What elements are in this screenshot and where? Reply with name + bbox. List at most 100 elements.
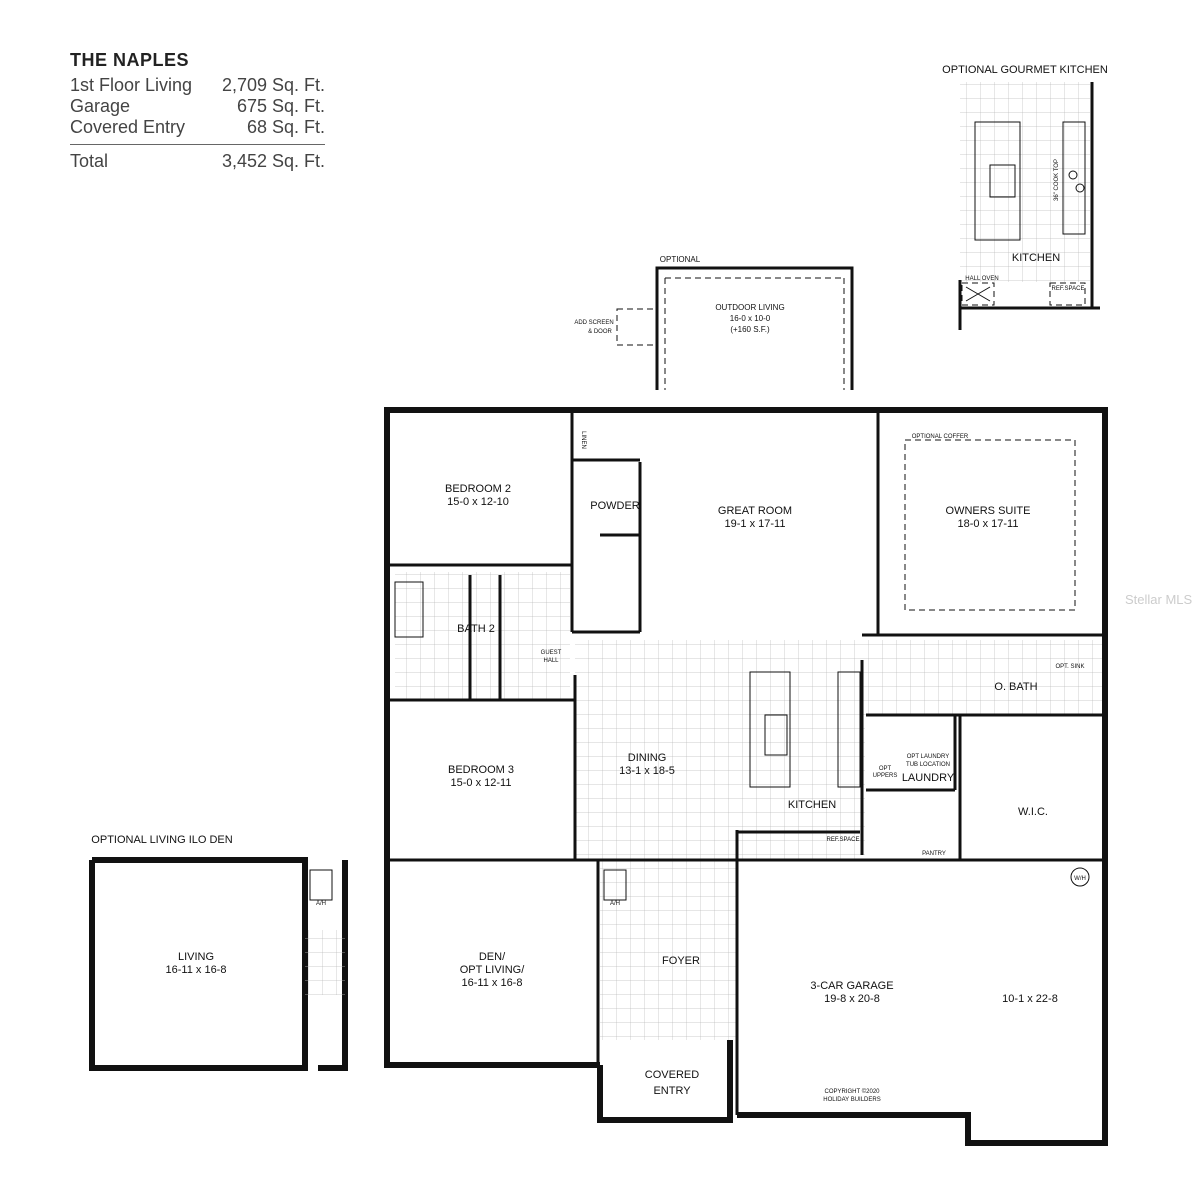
sink-icon xyxy=(989,164,1016,198)
garage-doors xyxy=(755,1112,1100,1142)
garage-name: 3-CAR GARAGE xyxy=(810,980,893,992)
oven-x-icon xyxy=(965,286,991,302)
bedroom2-name: BEDROOM 2 xyxy=(445,483,511,495)
area-label: Garage xyxy=(70,96,131,116)
gk-kitchen-label: KITCHEN xyxy=(1012,252,1060,264)
kitchen-label: KITCHEN xyxy=(788,799,836,811)
opt-laundry-label: OPT LAUNDRY xyxy=(907,754,949,760)
ref-space-label: REF.SPACE xyxy=(827,837,860,843)
total-value: 3,452 Sq. Ft. xyxy=(221,151,325,171)
pantry-label: PANTRY xyxy=(922,851,946,857)
great-room-name: GREAT ROOM xyxy=(718,505,792,517)
opt-uppers-label: UPPERS xyxy=(873,773,898,779)
screen-door xyxy=(616,308,658,346)
screen-label: ADD SCREEN xyxy=(574,320,613,326)
kitchen-sink-icon xyxy=(764,714,788,756)
covered-entry-label: ENTRY xyxy=(653,1085,691,1097)
dining-size: 13-1 x 18-5 xyxy=(619,765,675,777)
screen-label: & DOOR xyxy=(588,329,612,335)
water-heater-icon xyxy=(1070,867,1090,887)
living-walls xyxy=(89,857,348,1071)
opt-sink-label: OPT. SINK xyxy=(1055,664,1084,670)
living-ilo-den-title: OPTIONAL LIVING ILO DEN xyxy=(91,834,232,846)
opt-laundry-label: TUB LOCATION xyxy=(906,762,950,768)
dining-kitchen-tile xyxy=(575,640,865,860)
optional-gourmet-kitchen: OPTIONAL GOURMET KITCHEN 36" COOK TOP KI… xyxy=(942,64,1108,330)
room-labels: BEDROOM 2 15-0 x 12-10 POWDER LINEN GREA… xyxy=(445,431,1085,1103)
dining-name: DINING xyxy=(628,752,667,764)
exterior-walls xyxy=(384,407,1108,1146)
area-value: 675 Sq. Ft. xyxy=(236,96,325,116)
opt-uppers-label: OPT xyxy=(879,766,892,772)
outdoor-size: 16-0 x 10-0 xyxy=(730,314,771,323)
owners-suite-size: 18-0 x 17-11 xyxy=(958,518,1019,530)
living-hall-tile xyxy=(305,930,345,995)
bedroom3-size: 15-0 x 12-11 xyxy=(451,777,512,789)
garage-size: 19-8 x 20-8 xyxy=(824,993,880,1005)
island xyxy=(974,121,1021,241)
ah-unit xyxy=(309,869,333,901)
total-label: Total xyxy=(70,151,109,171)
den-name: DEN/ xyxy=(479,951,506,963)
area-label: 1st Floor Living xyxy=(70,75,193,95)
gk-ref-space-label: REF.SPACE xyxy=(1052,286,1085,292)
living-name: LIVING xyxy=(178,951,214,963)
bathtub-icon xyxy=(394,581,424,638)
area-label: Covered Entry xyxy=(70,117,186,137)
ah-label: A/H xyxy=(316,901,326,907)
ah-unit xyxy=(603,869,627,901)
optional-living-ilo-den: OPTIONAL LIVING ILO DEN LIVING 16-11 x 1… xyxy=(89,834,348,1071)
ref-space xyxy=(1049,282,1086,306)
plan-title: THE NAPLES xyxy=(70,50,190,70)
ah-label: A/H xyxy=(610,901,620,907)
kitchen-island xyxy=(749,671,791,788)
owners-suite-name: OWNERS SUITE xyxy=(946,505,1031,517)
cooktop-burner-icon xyxy=(1075,183,1085,193)
outdoor-area: (+160 S.F.) xyxy=(730,325,770,334)
den-name: OPT LIVING/ xyxy=(460,964,526,976)
outdoor-optional-label: OPTIONAL xyxy=(660,255,701,264)
linen-label: LINEN xyxy=(580,431,586,449)
bath2-label: BATH 2 xyxy=(457,623,495,635)
bath2-tile xyxy=(395,572,570,700)
total-row: Total 3,452 Sq. Ft. xyxy=(70,144,325,172)
den-size: 16-11 x 16-8 xyxy=(462,977,523,989)
area-row: Garage 675 Sq. Ft. xyxy=(70,96,325,117)
optional-coffer-label: OPTIONAL COFFER xyxy=(912,434,969,440)
bedroom2-size: 15-0 x 12-10 xyxy=(447,496,509,508)
gk-walls xyxy=(958,82,1100,330)
outdoor-name: OUTDOOR LIVING xyxy=(715,303,784,312)
interior-walls xyxy=(387,410,1105,1115)
living-size: 16-11 x 16-8 xyxy=(166,964,227,976)
kitchen-counter xyxy=(837,671,861,788)
gourmet-kitchen-title: OPTIONAL GOURMET KITCHEN xyxy=(942,64,1108,76)
guest-hall-label: HALL xyxy=(543,658,559,664)
area-row: 1st Floor Living 2,709 Sq. Ft. xyxy=(70,75,325,96)
o-bath-label: O. BATH xyxy=(994,681,1037,693)
watermark: Stellar MLS xyxy=(1125,592,1193,607)
hall-oven-label: HALL OVEN xyxy=(965,276,998,282)
hall-oven xyxy=(961,282,995,306)
powder-label: POWDER xyxy=(590,500,640,512)
counter xyxy=(1062,121,1086,235)
area-value: 68 Sq. Ft. xyxy=(246,117,325,137)
laundry-label: LAUNDRY xyxy=(902,772,955,784)
great-room-size: 19-1 x 17-11 xyxy=(725,518,786,530)
outdoor-dashed-edge xyxy=(664,277,845,390)
area-row: Covered Entry 68 Sq. Ft. xyxy=(70,117,325,138)
optional-outdoor-living: OPTIONAL OUTDOOR LIVING 16-0 x 10-0 (+16… xyxy=(574,255,854,390)
wic-label: W.I.C. xyxy=(1018,806,1048,818)
water-heater-label: W/H xyxy=(1074,876,1086,882)
guest-hall-label: GUEST xyxy=(541,650,562,656)
optional-coffer-outline xyxy=(904,439,1076,611)
area-value: 2,709 Sq. Ft. xyxy=(221,75,325,95)
cooktop-label: 36" COOK TOP xyxy=(1054,159,1060,201)
obath-tile xyxy=(865,640,1105,715)
foyer-label: FOYER xyxy=(662,955,700,967)
bedroom3-name: BEDROOM 3 xyxy=(448,764,514,776)
square-footage-summary: THE NAPLES 1st Floor Living 2,709 Sq. Ft.… xyxy=(70,50,325,172)
covered-entry-label: COVERED xyxy=(645,1069,699,1081)
copyright-label: HOLIDAY BUILDERS xyxy=(823,1097,880,1103)
foyer-tile xyxy=(600,860,737,1040)
